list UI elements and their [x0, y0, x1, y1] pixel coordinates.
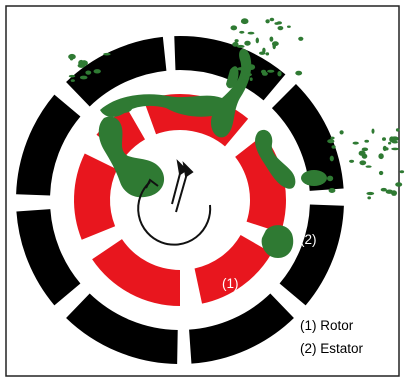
debris-particle — [265, 52, 270, 56]
debris-particle — [339, 130, 344, 135]
debris-particle — [371, 128, 375, 134]
debris-particle — [361, 147, 369, 152]
debris-particle — [70, 79, 75, 82]
debris-particle — [244, 40, 251, 46]
debris-particle — [269, 17, 275, 22]
debris-particle — [382, 137, 386, 141]
debris-particle — [385, 189, 394, 194]
debris-particle — [380, 187, 387, 192]
debris-blob-top — [100, 48, 252, 138]
debris-particle — [85, 70, 92, 75]
debris-particle — [234, 39, 239, 43]
debris-particle — [367, 196, 372, 200]
stator-segment — [16, 94, 81, 196]
debris-particle — [328, 188, 336, 193]
stator-segment — [189, 293, 294, 364]
debris-particle — [241, 79, 247, 83]
stator-segment — [279, 204, 344, 306]
debris-particle — [247, 64, 256, 70]
rotor-segment — [92, 239, 180, 306]
debris-particles — [68, 17, 405, 200]
debris-particle — [242, 19, 246, 22]
rotor-segment — [73, 153, 118, 240]
debris-particle — [68, 53, 76, 60]
debris-particle — [327, 139, 335, 144]
debris-particle — [68, 74, 76, 78]
debris-particle — [329, 155, 334, 162]
debris-particle — [298, 36, 304, 41]
debris-particle — [239, 30, 245, 34]
debris-particle — [395, 128, 400, 132]
debris-blob-lower-right — [261, 225, 294, 258]
debris-blob-left — [98, 116, 165, 198]
debris-particle — [93, 69, 101, 74]
debris-particle — [246, 73, 252, 77]
stator-segment — [66, 36, 167, 107]
debris-particle — [255, 37, 259, 44]
legend-stator: (2) Estator — [300, 341, 364, 356]
debris-particle — [103, 52, 111, 56]
debris-particle — [352, 141, 359, 145]
stator-segment — [16, 209, 81, 306]
debris-particle — [384, 147, 389, 151]
debris-particle — [259, 51, 266, 55]
rotation-arrow-icon — [137, 178, 212, 246]
debris-particle — [232, 42, 239, 47]
stator-segment — [66, 293, 178, 364]
debris-blob-right-2 — [301, 170, 327, 186]
debris-particle — [330, 136, 335, 140]
debris-particle — [269, 36, 274, 42]
stator-segment — [174, 36, 286, 101]
debris-particle — [364, 139, 370, 143]
stator-ring — [16, 36, 344, 364]
debris-particle — [327, 175, 334, 182]
debris-particle — [399, 170, 405, 174]
debris-particle — [378, 153, 384, 160]
debris-blob-small-1 — [115, 99, 133, 113]
debris-particle — [267, 69, 275, 73]
debris-streak-top — [226, 66, 239, 89]
debris-particle — [277, 26, 284, 31]
wind-arrow-icon — [171, 159, 194, 213]
debris-particle — [395, 182, 403, 187]
debris-particle — [390, 136, 399, 141]
debris-particle — [261, 71, 268, 76]
debris-particle — [277, 71, 282, 77]
debris-particle — [247, 31, 255, 35]
debris-particle — [77, 63, 86, 68]
debris-particle — [230, 25, 238, 31]
debris-particle — [236, 44, 245, 48]
stator-segment — [271, 84, 344, 191]
debris-particle — [249, 77, 253, 81]
debris-blob-right — [255, 129, 296, 189]
debris-particle — [365, 165, 372, 168]
debris-particle — [366, 191, 375, 196]
debris-particle — [287, 25, 291, 28]
debris-particle — [274, 22, 280, 25]
debris-particle — [359, 160, 367, 166]
debris-particle — [378, 170, 384, 176]
rotor-segment — [194, 235, 272, 304]
debris-particle — [391, 140, 398, 144]
debris-particle — [237, 67, 245, 71]
rotor-marker: (1) — [222, 276, 239, 291]
debris-particle — [391, 147, 399, 151]
legend-rotor: (1) Rotor — [300, 318, 354, 333]
debris-particle — [79, 75, 88, 80]
debris-contamination — [98, 48, 327, 258]
debris-particle — [295, 70, 303, 76]
debris-particle — [272, 43, 276, 50]
stator-marker: (2) — [300, 232, 317, 247]
debris-particle — [358, 150, 366, 156]
debris-particle — [265, 19, 270, 24]
debris-particle — [349, 159, 355, 163]
debris-particle — [331, 145, 336, 149]
debris-particle — [388, 141, 392, 145]
